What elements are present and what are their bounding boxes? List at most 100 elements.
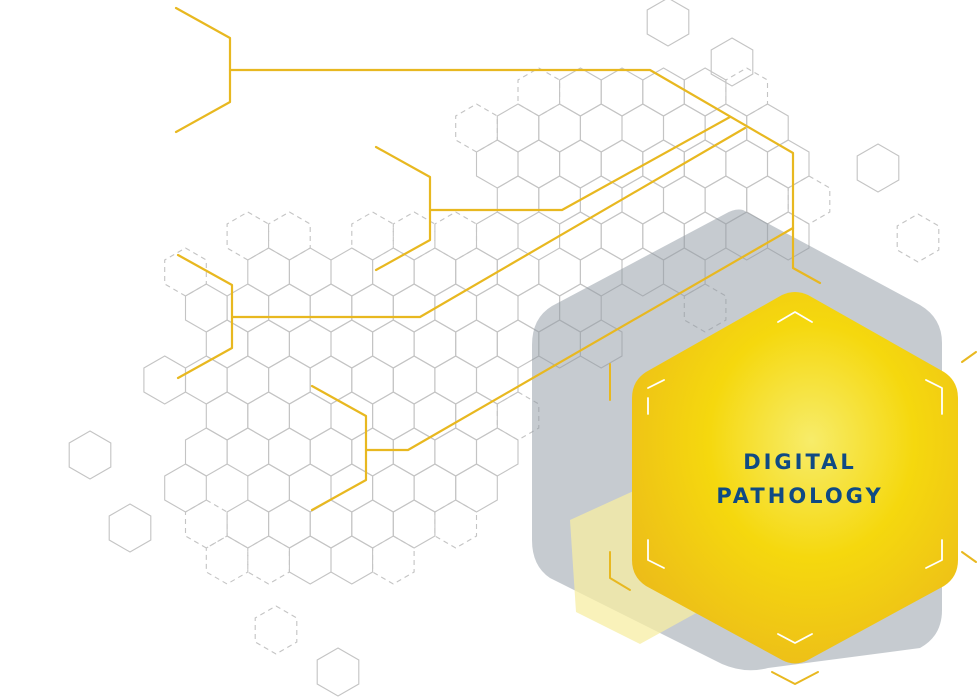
- grid-hexagon: [725, 67, 769, 117]
- grid-hexagon: [475, 427, 519, 477]
- grid-hexagon: [392, 427, 436, 477]
- grid-hexagon: [184, 427, 228, 477]
- grid-hexagon: [434, 499, 478, 549]
- grid-hexagon: [621, 103, 665, 153]
- grid-hexagon: [184, 283, 228, 333]
- grid-hexagon: [205, 391, 249, 441]
- grid-hexagon: [288, 391, 332, 441]
- yellow-hexagon: [632, 292, 958, 664]
- grid-hexagon: [413, 391, 457, 441]
- grid-hexagon: [268, 283, 311, 333]
- grid-hexagon: [475, 283, 519, 333]
- grid-hexagon: [247, 319, 290, 369]
- grid-hexagon: [268, 211, 311, 261]
- grid-hexagon: [226, 427, 270, 477]
- grid-hexagon: [646, 0, 690, 47]
- grid-hexagon: [205, 319, 249, 369]
- corner-brackets-inner: [647, 311, 943, 644]
- grid-hexagon: [559, 67, 602, 117]
- grid-hexagon: [600, 139, 644, 189]
- grid-hexagon: [143, 355, 187, 405]
- grid-hexagon: [434, 283, 478, 333]
- grid-hexagon: [351, 355, 394, 405]
- hex-title: DIGITAL PATHOLOGY: [690, 445, 910, 513]
- grid-hexagon: [434, 427, 478, 477]
- circuit-lines: [174, 6, 822, 512]
- grid-hexagon: [330, 535, 374, 585]
- grid-hexagon: [856, 143, 900, 193]
- grid-hexagon: [475, 355, 519, 405]
- grid-hexagon: [309, 283, 353, 333]
- grid-hexagon: [108, 503, 152, 553]
- grid-hexagon: [600, 211, 644, 261]
- grid-hexagon: [184, 499, 228, 549]
- grid-hexagon: [455, 247, 498, 297]
- grid-hexagon: [351, 427, 394, 477]
- grid-hexagon: [372, 463, 415, 513]
- grid-hexagon: [268, 355, 311, 405]
- grid-hexagon: [68, 430, 112, 480]
- grid-hexagon: [579, 103, 623, 153]
- grid-hexagon: [683, 139, 727, 189]
- grid-hexagon: [413, 319, 457, 369]
- grid-hexagon: [559, 139, 602, 189]
- grid-hexagon: [434, 355, 478, 405]
- grid-hexagon: [247, 535, 290, 585]
- grid-hexagon: [288, 535, 332, 585]
- grid-hexagon: [455, 391, 498, 441]
- grid-hexagon: [247, 247, 290, 297]
- grid-hexagon: [268, 499, 311, 549]
- grid-hexagon: [164, 247, 207, 297]
- grid-hexagon: [579, 175, 623, 225]
- grid-hexagon: [351, 283, 394, 333]
- grid-hexagon: [662, 103, 706, 153]
- grid-hexagon: [455, 319, 498, 369]
- grid-hexagon: [288, 319, 332, 369]
- grid-hexagon: [766, 139, 810, 189]
- grid-hexagon: [372, 319, 415, 369]
- grid-hexagon: [268, 427, 311, 477]
- hex-grid-outline: [68, 0, 940, 697]
- grid-hexagon: [372, 391, 415, 441]
- grid-hexagon: [896, 213, 940, 263]
- grid-hexagon: [600, 67, 644, 117]
- grid-hexagon: [538, 175, 581, 225]
- grid-hexagon: [455, 463, 498, 513]
- grid-hexagon: [621, 175, 665, 225]
- grid-hexagon: [226, 499, 270, 549]
- grid-hexagon: [642, 67, 685, 117]
- grid-hexagon: [330, 319, 374, 369]
- grid-hexagon: [475, 211, 519, 261]
- grid-hexagon: [205, 535, 249, 585]
- grid-hexagon: [392, 499, 436, 549]
- grid-hexagon: [538, 247, 581, 297]
- grid-hexagon: [247, 463, 290, 513]
- grid-hexagon: [226, 355, 270, 405]
- grid-hexagon: [309, 427, 353, 477]
- grid-hexagon: [434, 211, 478, 261]
- grid-hexagon: [559, 211, 602, 261]
- grid-hexagon: [164, 463, 207, 513]
- grid-hexagon: [392, 355, 436, 405]
- hex-title-line2: PATHOLOGY: [716, 484, 884, 508]
- grid-hexagon: [316, 647, 360, 697]
- grid-hexagon: [372, 535, 415, 585]
- grid-hexagon: [517, 139, 561, 189]
- grid-hexagon: [642, 139, 685, 189]
- grid-hexagon: [247, 391, 290, 441]
- grid-hexagon: [787, 175, 831, 225]
- grid-hexagon: [372, 247, 415, 297]
- grid-hexagon: [496, 175, 540, 225]
- grid-hexagon: [226, 283, 270, 333]
- grid-hexagon: [455, 103, 498, 153]
- grid-hexagon: [496, 103, 540, 153]
- grid-hexagon: [683, 67, 727, 117]
- grid-hexagon: [392, 283, 436, 333]
- grid-hexagon: [392, 211, 436, 261]
- grid-hexagon: [330, 247, 374, 297]
- grid-hexagon: [662, 175, 706, 225]
- grid-hexagon: [351, 499, 394, 549]
- grid-hexagon: [351, 211, 394, 261]
- grid-hexagon: [725, 139, 769, 189]
